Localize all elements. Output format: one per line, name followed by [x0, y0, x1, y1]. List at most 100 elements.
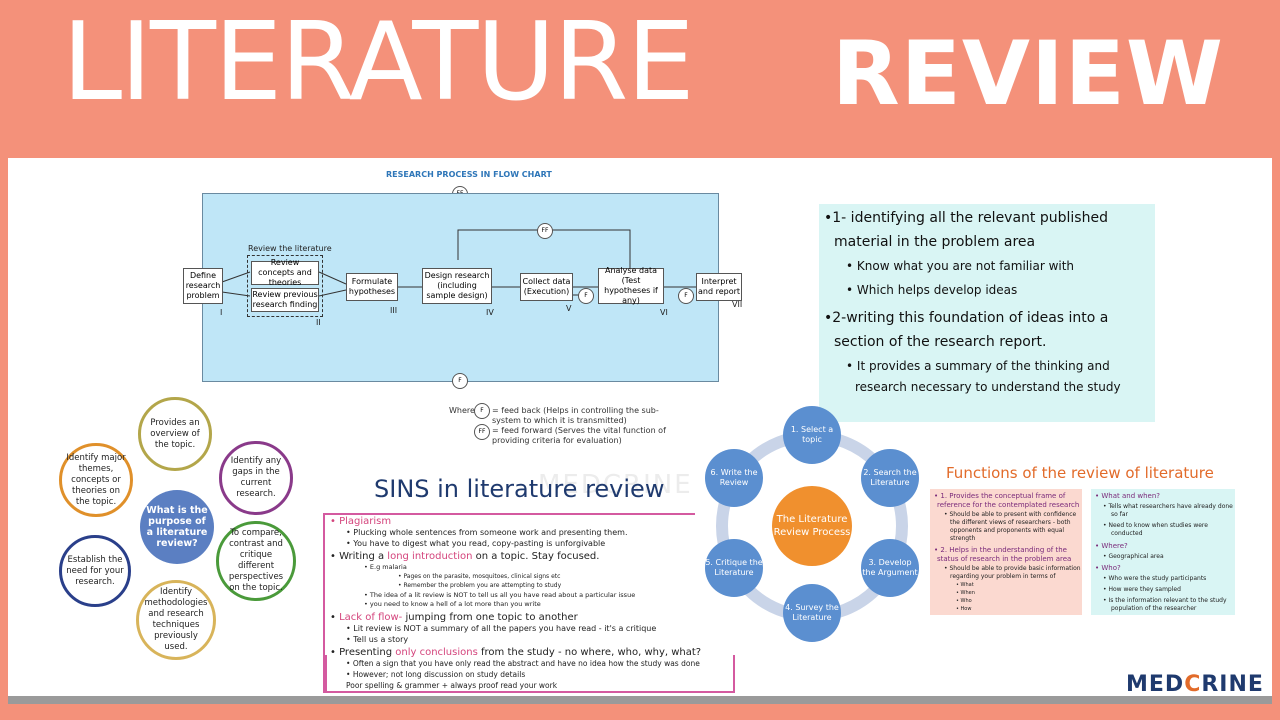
fn-right-line: • How were they sampled	[1103, 586, 1181, 593]
fn-right-line: • Tells what researchers have already do…	[1103, 503, 1233, 510]
fn-left-line: opponents and proponents with equal	[950, 527, 1065, 534]
sins-line: • you need to know a hell of a lot more …	[364, 600, 541, 608]
f-circle-1: F	[578, 288, 594, 304]
fn-right-line: • Who were the study participants	[1103, 575, 1207, 582]
sins-line: • You have to digest what you read, copy…	[346, 539, 606, 548]
cycle-write-review: 6. Write the Review	[705, 449, 763, 507]
fn-right-line: population of the researcher	[1111, 605, 1197, 612]
legend-feedforward: = feed forward (Serves the vital functio…	[492, 426, 666, 445]
legend-f-circle: F	[474, 403, 490, 419]
fn-right-line: • Geographical area	[1103, 553, 1164, 560]
cycle-center: The Literature Review Process	[772, 486, 852, 566]
sins-line: • Plucking whole sentences from someone …	[346, 528, 628, 537]
cycle-select-topic: 1. Select a topic	[783, 406, 841, 464]
title-review: REVIEW	[832, 22, 1224, 125]
sins-flow: • Lack of flow- jumping from one topic t…	[330, 612, 578, 623]
step-1-sub: • Know what you are not familiar with	[846, 259, 1075, 273]
purpose-themes: Identify major themes, concepts or theor…	[59, 443, 133, 517]
sins-box-bottom	[325, 655, 735, 693]
step-1-cont: material in the problem area	[834, 234, 1036, 250]
functions-right-box	[1091, 489, 1235, 615]
sins-line: • Tell us a story	[346, 635, 409, 644]
fn-left-line: • Should be able to provide basic inform…	[944, 565, 1081, 572]
flow-review-concepts: Review concepts and theories	[251, 258, 319, 287]
fn-left-line: • 1. Provides the conceptual frame of	[934, 492, 1066, 500]
fn-right-line: • Is the information relevant to the stu…	[1103, 597, 1227, 604]
fn-left-line: status of research in the problem area	[937, 555, 1072, 563]
cycle-develop-argument: 3. Develop the Argument	[861, 539, 919, 597]
process-steps-box	[819, 204, 1155, 422]
sins-conclusions: • Presenting only conclusions from the s…	[330, 647, 702, 658]
roman-5: V	[566, 304, 572, 313]
cycle-search-literature: 2. Search the Literature	[861, 449, 919, 507]
sins-line: • E.g malaria	[364, 563, 407, 571]
purpose-gaps: Identify any gaps in the current researc…	[219, 441, 293, 515]
flow-design: Design research (including sample design…	[422, 268, 492, 304]
sins-line: • Remember the problem you are attemptin…	[398, 582, 562, 589]
step-2-sub-cont: research necessary to understand the stu…	[855, 380, 1121, 394]
fn-right-line: conducted	[1111, 530, 1143, 537]
fn-left-line: • What	[956, 582, 974, 588]
fn-right-line: • Where?	[1095, 542, 1128, 550]
flowchart-title: RESEARCH PROCESS IN FLOW CHART	[386, 170, 552, 179]
fn-left-line: reference for the contemplated research	[937, 501, 1080, 509]
flow-interpret: Interpret and report	[696, 273, 742, 301]
cycle-survey-literature: 4. Survey the Literature	[783, 584, 841, 642]
sins-line: Poor spelling & grammer + always proof r…	[346, 681, 558, 690]
sins-line: • However; not long discussion on study …	[346, 670, 526, 679]
page-title: LITERATURE REVIEW	[0, 0, 1280, 150]
purpose-methodologies: Identify methodologies and research tech…	[136, 580, 216, 660]
legend-ff-circle: FF	[474, 424, 490, 440]
fn-right-line: • Who?	[1095, 564, 1121, 572]
legend-feedback: = feed back (Helps in controlling the su…	[492, 406, 659, 425]
sins-plagiarism: • Plagiarism	[330, 516, 392, 527]
f-bottom-circle: F	[452, 373, 468, 389]
medcrine-logo: MEDCRINE	[1126, 672, 1264, 697]
step-2-sub: • It provides a summary of the thinking …	[846, 359, 1110, 373]
fn-left-line: the different views of researchers - bot…	[950, 519, 1071, 526]
flow-review-findings: Review previous research finding	[251, 288, 319, 312]
title-literature: LITERATURE	[62, 0, 695, 125]
flow-analyse: Analyse data (Test hypotheses if any)	[598, 266, 664, 305]
roman-2: II	[316, 318, 321, 327]
roman-3: III	[390, 306, 398, 315]
flow-define-problem: Define research problem	[183, 268, 223, 304]
functions-title: Functions of the review of literature	[946, 464, 1214, 482]
review-literature-label: Review the literature	[248, 244, 332, 253]
flow-collect: Collect data (Execution)	[520, 273, 573, 301]
sins-line: • The idea of a lit review is NOT to tel…	[364, 591, 636, 599]
sins-line: • Pages on the parasite, mosquitoes, cli…	[398, 573, 561, 580]
review-literature-group	[247, 255, 323, 317]
roman-7: VII	[732, 300, 743, 309]
fn-right-line: • What and when?	[1095, 492, 1160, 500]
ff-mid-circle: FF	[537, 223, 553, 239]
fn-left-line: strength	[950, 535, 976, 542]
step-1: •1- identifying all the relevant publish…	[824, 210, 1108, 226]
roman-6: VI	[660, 308, 668, 317]
purpose-overview: Provides an overview of the topic.	[138, 397, 212, 471]
step-2-cont: section of the research report.	[834, 334, 1047, 350]
sins-box	[323, 513, 695, 693]
roman-1: I	[220, 308, 223, 317]
sins-line: • Often a sign that you have only read t…	[346, 659, 700, 668]
fn-left-line: • When	[956, 590, 975, 596]
f-circle-2: F	[678, 288, 694, 304]
bottom-strip	[8, 696, 1272, 704]
sins-title: SINS in literature review	[374, 475, 665, 503]
functions-left-box	[930, 489, 1082, 615]
purpose-need: Establish the need for your research.	[59, 535, 131, 607]
flow-formulate: Formulate hypotheses	[346, 273, 398, 301]
sins-line: • Lit review is NOT a summary of all the…	[346, 624, 657, 633]
fn-left-line: regarding your problem in terms of	[950, 573, 1056, 580]
step-2: •2-writing this foundation of ideas into…	[824, 310, 1109, 326]
cycle-critique-literature: 5. Critique the Literature	[705, 539, 763, 597]
purpose-center: What is the purpose of a literature revi…	[140, 490, 214, 564]
fn-left-line: • How	[956, 606, 972, 612]
fn-left-line: • Who	[956, 598, 972, 604]
roman-4: IV	[486, 308, 494, 317]
watermark: MEDCRINE	[538, 470, 693, 500]
purpose-compare: To compare, contrast and critique differ…	[216, 521, 296, 601]
fn-right-line: so far	[1111, 511, 1128, 518]
